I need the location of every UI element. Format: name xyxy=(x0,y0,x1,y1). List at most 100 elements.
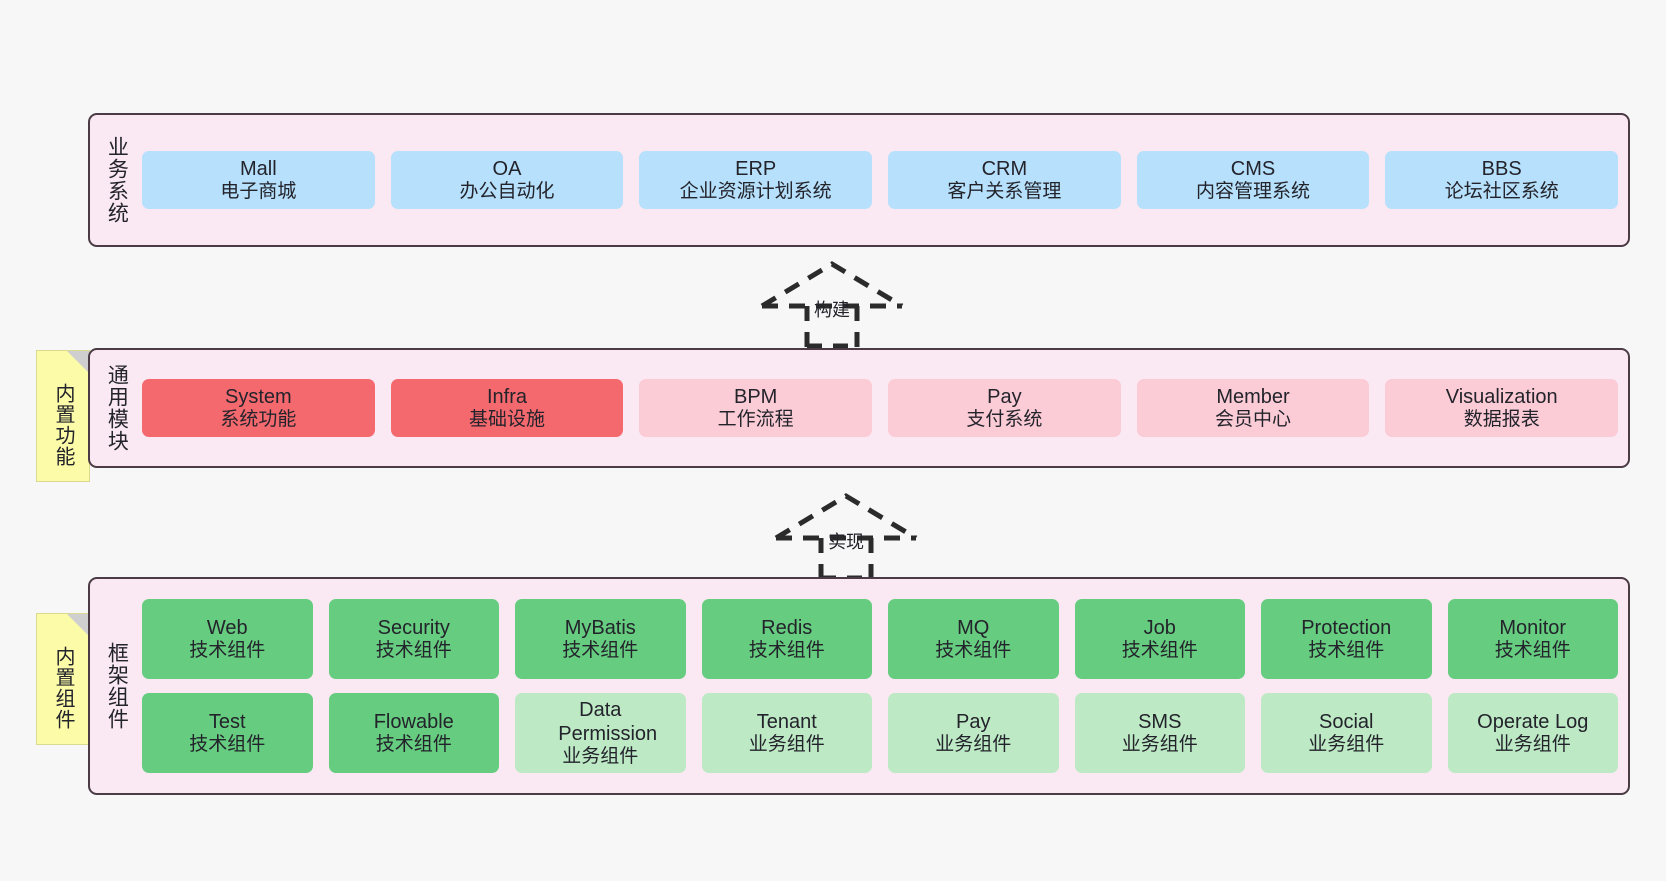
card-bpm[interactable]: BPM 工作流程 xyxy=(639,378,873,438)
card-subtitle: 客户关系管理 xyxy=(947,180,1062,202)
card-title: Monitor xyxy=(1499,616,1567,639)
card-subtitle: 技术组件 xyxy=(375,733,452,755)
card-title: Infra xyxy=(486,385,528,408)
card-subtitle: 基础设施 xyxy=(469,408,546,430)
card-title: Security xyxy=(377,616,450,639)
layer-framework-component: 框架组件 Web 技术组件 Security 技术组件 MyBatis 技术组件… xyxy=(88,577,1630,795)
card-bbs[interactable]: BBS 论坛社区系统 xyxy=(1385,150,1619,210)
card-row: Mall 电子商城 OA 办公自动化 ERP 企业资源计划系统 CRM 客户关系… xyxy=(142,150,1619,210)
card-crm[interactable]: CRM 客户关系管理 xyxy=(888,150,1121,210)
generalization-arrow-icon xyxy=(760,261,904,349)
card-subtitle: 业务组件 xyxy=(562,745,639,767)
card-monitor[interactable]: Monitor 技术组件 xyxy=(1447,599,1618,679)
card-mybatis[interactable]: MyBatis 技术组件 xyxy=(515,599,686,679)
card-erp[interactable]: ERP 企业资源计划系统 xyxy=(639,150,873,210)
layer-business-system: 业务系统 Mall 电子商城 OA 办公自动化 ERP 企业资源计划系统 CRM… xyxy=(88,113,1630,247)
layer-title-framework-component: 框架组件 xyxy=(105,642,129,730)
card-subtitle: 技术组件 xyxy=(748,639,825,661)
connector-label-build: 构建 xyxy=(814,300,850,320)
card-subtitle: 数据报表 xyxy=(1463,408,1540,430)
layer-body-common-module: System 系统功能 Infra 基础设施 BPM 工作流程 Pay 支付系统… xyxy=(136,358,1619,458)
card-title: Member xyxy=(1216,385,1290,408)
card-pay[interactable]: Pay 支付系统 xyxy=(888,378,1121,438)
connector-label-implement: 实现 xyxy=(828,532,864,552)
card-title: Social xyxy=(1319,710,1374,733)
card-subtitle: 技术组件 xyxy=(935,639,1012,661)
layer-title-business-system: 业务系统 xyxy=(105,136,129,224)
card-subtitle: 技术组件 xyxy=(1121,639,1198,661)
layer-common-module: 通用模块 System 系统功能 Infra 基础设施 BPM 工作流程 Pay… xyxy=(88,348,1630,468)
card-subtitle: 工作流程 xyxy=(717,408,794,430)
card-tenant[interactable]: Tenant 业务组件 xyxy=(701,693,872,773)
note-builtin-function: 内置功能 xyxy=(36,350,90,482)
card-cms[interactable]: CMS 内容管理系统 xyxy=(1136,150,1370,210)
card-social[interactable]: Social 业务组件 xyxy=(1261,693,1432,773)
note-builtin-component: 内置组件 xyxy=(36,613,90,745)
card-subtitle: 会员中心 xyxy=(1215,408,1292,430)
card-title: BBS xyxy=(1481,157,1522,180)
card-infra[interactable]: Infra 基础设施 xyxy=(390,378,624,438)
card-subtitle: 技术组件 xyxy=(189,639,266,661)
card-subtitle: 技术组件 xyxy=(1308,639,1385,661)
card-subtitle: 技术组件 xyxy=(189,733,266,755)
card-redis[interactable]: Redis 技术组件 xyxy=(701,599,872,679)
card-subtitle: 办公自动化 xyxy=(459,180,555,202)
card-subtitle: 业务组件 xyxy=(1494,733,1571,755)
note-fold-icon xyxy=(67,351,89,373)
card-subtitle: 业务组件 xyxy=(1121,733,1198,755)
card-title: Web xyxy=(206,616,248,639)
note-fold-icon xyxy=(67,614,89,636)
card-row: Web 技术组件 Security 技术组件 MyBatis 技术组件 Redi… xyxy=(142,599,1618,679)
card-title: Operate Log xyxy=(1477,710,1589,733)
card-security[interactable]: Security 技术组件 xyxy=(328,599,499,679)
card-title: Mall xyxy=(240,157,277,180)
card-protection[interactable]: Protection 技术组件 xyxy=(1261,599,1432,679)
card-operate-log[interactable]: Operate Log 业务组件 xyxy=(1447,693,1618,773)
card-pay-component[interactable]: Pay 业务组件 xyxy=(888,693,1059,773)
card-subtitle: 业务组件 xyxy=(748,733,825,755)
card-title: SMS xyxy=(1138,710,1182,733)
card-mall[interactable]: Mall 电子商城 xyxy=(142,150,375,210)
card-title: Pay xyxy=(987,385,1022,408)
card-title: MQ xyxy=(957,616,990,639)
card-subtitle: 论坛社区系统 xyxy=(1444,180,1559,202)
card-system[interactable]: System 系统功能 xyxy=(142,378,375,438)
card-flowable[interactable]: Flowable 技术组件 xyxy=(328,693,499,773)
connector-implement: 实现 xyxy=(766,490,926,581)
card-mq[interactable]: MQ 技术组件 xyxy=(888,599,1059,679)
card-title: BPM xyxy=(734,385,778,408)
card-subtitle: 企业资源计划系统 xyxy=(679,180,832,202)
card-oa[interactable]: OA 办公自动化 xyxy=(390,150,624,210)
card-subtitle: 系统功能 xyxy=(220,408,297,430)
card-job[interactable]: Job 技术组件 xyxy=(1074,599,1245,679)
card-data-permission[interactable]: Data Permission 业务组件 xyxy=(515,693,686,773)
card-visualization[interactable]: Visualization 数据报表 xyxy=(1385,378,1619,438)
card-title: Job xyxy=(1143,616,1176,639)
card-subtitle: 技术组件 xyxy=(562,639,639,661)
card-title: Test xyxy=(208,710,246,733)
card-web[interactable]: Web 技术组件 xyxy=(142,599,313,679)
card-title: Flowable xyxy=(373,710,454,733)
card-title: Protection xyxy=(1301,616,1392,639)
layer-body-framework-component: Web 技术组件 Security 技术组件 MyBatis 技术组件 Redi… xyxy=(136,587,1618,785)
note-label: 内置组件 xyxy=(52,646,74,730)
card-title: Redis xyxy=(761,616,813,639)
card-member[interactable]: Member 会员中心 xyxy=(1136,378,1370,438)
note-label: 内置功能 xyxy=(52,383,74,467)
card-title: Pay xyxy=(956,710,991,733)
card-sms[interactable]: SMS 业务组件 xyxy=(1074,693,1245,773)
card-title: System xyxy=(224,385,292,408)
card-test[interactable]: Test 技术组件 xyxy=(142,693,313,773)
card-row: System 系统功能 Infra 基础设施 BPM 工作流程 Pay 支付系统… xyxy=(142,378,1619,438)
card-subtitle: 业务组件 xyxy=(1308,733,1385,755)
connector-build: 构建 xyxy=(752,258,912,349)
card-subtitle: 支付系统 xyxy=(966,408,1043,430)
card-title: Tenant xyxy=(756,710,817,733)
card-row: Test 技术组件 Flowable 技术组件 Data Permission … xyxy=(142,693,1618,773)
card-subtitle: 业务组件 xyxy=(935,733,1012,755)
card-title: CRM xyxy=(981,157,1028,180)
card-subtitle: 技术组件 xyxy=(375,639,452,661)
card-title: Data Permission xyxy=(558,698,658,745)
card-title: ERP xyxy=(735,157,777,180)
